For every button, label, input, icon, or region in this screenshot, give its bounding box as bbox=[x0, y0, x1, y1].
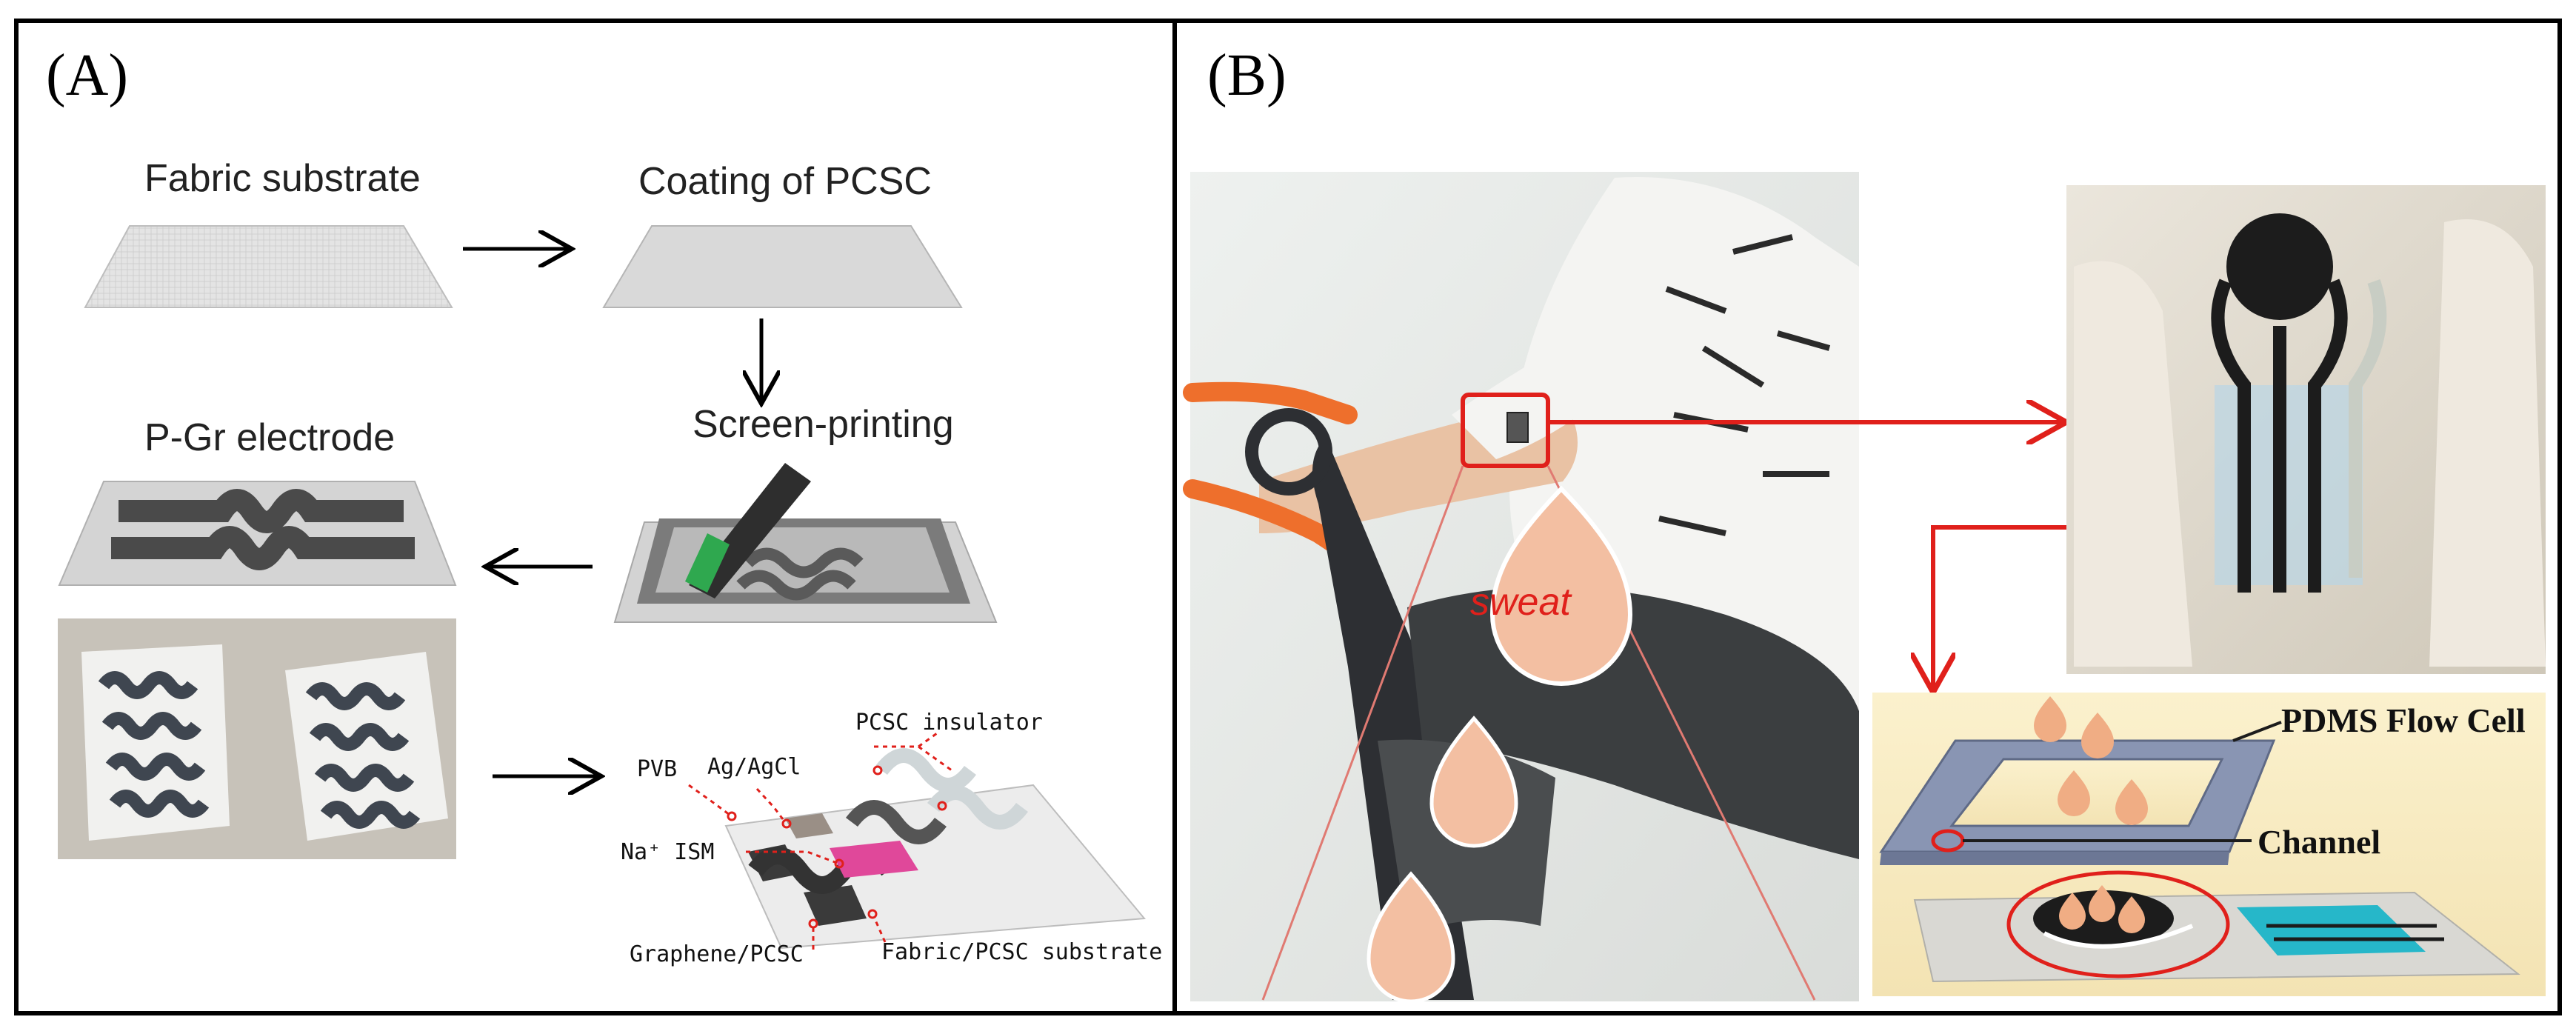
fabric-sheet bbox=[84, 225, 453, 308]
flow-cell-illustration bbox=[1872, 693, 2546, 996]
sensor-closeup-photo bbox=[2066, 185, 2546, 674]
sensor-highlight-box bbox=[1461, 393, 1550, 468]
layered-sensor-illustration bbox=[688, 732, 1147, 950]
electrode-sheet-illustration bbox=[58, 481, 457, 586]
panel-a: (A) Fabric substrate Coating of PCSC Scr… bbox=[14, 19, 1177, 1015]
sensor-working-electrode bbox=[2226, 213, 2333, 320]
droplet bbox=[1429, 716, 1518, 848]
label-pdms-flow-cell: PDMS Flow Cell bbox=[2281, 701, 2526, 739]
step-fabric-label: Fabric substrate bbox=[144, 157, 421, 200]
screen-printer-illustration bbox=[613, 463, 998, 623]
droplet-sweat bbox=[1489, 485, 1633, 686]
label-fabric-substrate: Fabric/PCSC substrate bbox=[881, 939, 1162, 965]
step-coating-label: Coating of PCSC bbox=[638, 160, 932, 203]
coated-sheet bbox=[602, 225, 963, 308]
step-electrode-label: P-Gr electrode bbox=[144, 416, 395, 459]
label-channel: Channel bbox=[2258, 823, 2380, 861]
channel-highlight bbox=[2006, 870, 2230, 978]
label-pvb: PVB bbox=[637, 756, 677, 782]
panel-b: (B) bbox=[1172, 19, 2562, 1015]
sweat-label: sweat bbox=[1470, 581, 1572, 624]
panel-b-label: (B) bbox=[1207, 43, 1287, 108]
droplet bbox=[1367, 871, 1455, 1004]
label-graphene: Graphene/PCSC bbox=[630, 941, 804, 967]
cyclist-photo: sweat bbox=[1183, 172, 1859, 1004]
arrow-closeup-to-flowcell bbox=[1933, 525, 2066, 693]
label-pcsc-insulator: PCSC insulator bbox=[855, 710, 1043, 736]
electrode-photo bbox=[58, 618, 456, 859]
panel-a-label: (A) bbox=[46, 43, 128, 108]
label-agagcl: Ag/AgCl bbox=[707, 754, 801, 780]
label-na-ism: Na⁺ ISM bbox=[621, 839, 714, 865]
step-screen-label: Screen-printing bbox=[693, 403, 954, 446]
